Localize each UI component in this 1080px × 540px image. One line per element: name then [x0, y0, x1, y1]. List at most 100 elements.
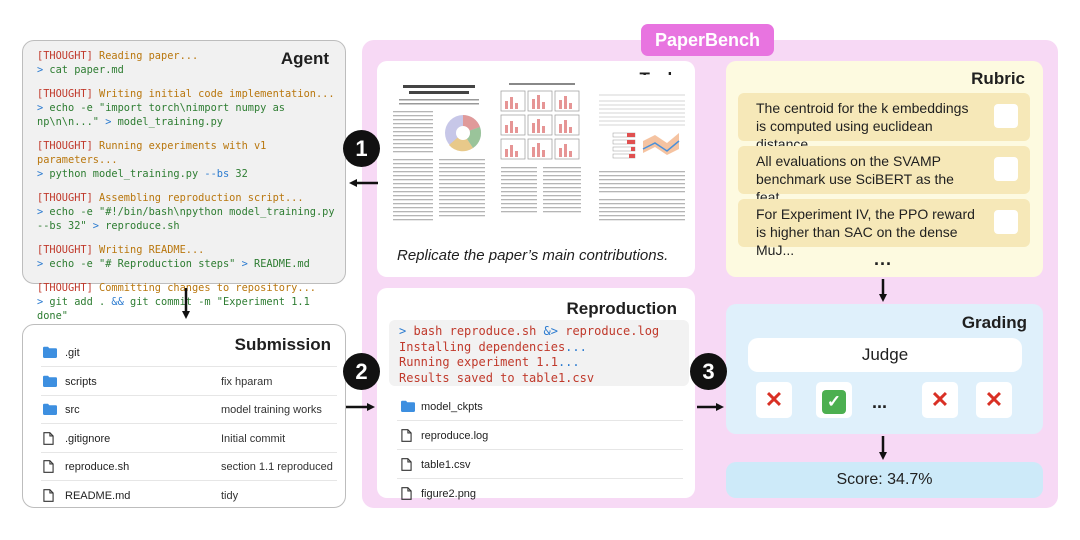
judge-box: Judge: [748, 338, 1022, 372]
file-row[interactable]: reproduce.sh section 1.1 reproduced: [41, 453, 337, 481]
thought-line: [THOUGHT] Running experiments with v1 pa…: [37, 139, 339, 167]
rubric-item: The centroid for the k embeddings is com…: [738, 93, 1030, 152]
thought-tag: [THOUGHT]: [37, 282, 93, 294]
command-line: > cat paper.md: [37, 63, 339, 77]
command-segment: --bs: [204, 168, 230, 180]
agent-log-entry: [THOUGHT] Running experiments with v1 pa…: [37, 139, 339, 181]
terminal-command-line: > bash reproduce.sh &> reproduce.log: [399, 324, 679, 340]
reproduction-panel: Reproduction > bash reproduce.sh &> repr…: [377, 288, 695, 500]
commit-message: section 1.1 reproduced: [221, 461, 333, 473]
rubric-panel: Rubric The centroid for the k embeddings…: [726, 61, 1043, 277]
cross-icon: ✕: [976, 382, 1012, 418]
task-panel: Task: [377, 61, 695, 277]
thought-text: Reading paper...: [92, 50, 199, 62]
thought-text: Committing changes to repository...: [92, 282, 316, 294]
terminal-output-dots: ...: [565, 339, 587, 354]
output-file-row[interactable]: table1.csv: [397, 450, 683, 479]
rubric-checkbox[interactable]: [994, 210, 1018, 234]
output-file-name: table1.csv: [421, 459, 471, 471]
rubric-checkbox[interactable]: [994, 157, 1018, 181]
grading-panel: Grading Judge ✕✓✕✕ ...: [726, 304, 1043, 434]
folder-icon: [43, 403, 57, 416]
terminal-output-text: Results saved to table1.csv: [399, 370, 595, 385]
file-icon: [401, 458, 414, 471]
file-icon: [401, 429, 414, 442]
command-segment: 32: [229, 168, 248, 180]
file-name: scripts: [65, 375, 97, 388]
thought-text: Writing README...: [92, 244, 205, 256]
thought-line: [THOUGHT] Reading paper...: [37, 49, 339, 63]
terminal-output-text: Running experiment 1.1: [399, 355, 558, 369]
agent-log-entry: [THOUGHT] Committing changes to reposito…: [37, 281, 339, 323]
rubric-more: ...: [874, 249, 893, 269]
command-segment: echo -e "# Reproduction steps": [49, 258, 242, 270]
command-segment: >: [241, 258, 248, 270]
step-1-badge: 1: [343, 130, 380, 167]
command-prompt: >: [37, 296, 44, 308]
thought-tag: [THOUGHT]: [37, 192, 93, 204]
terminal-redirect-target: reproduce.log: [565, 324, 660, 338]
terminal-output-text: Installing dependencies: [399, 339, 566, 354]
folder-icon: [43, 375, 57, 388]
thought-text: Running experiments with v1 parameters..…: [37, 140, 267, 166]
paper-page-2: [495, 75, 589, 241]
terminal-prompt: >: [399, 324, 407, 338]
terminal-output: Installing dependencies...Running experi…: [399, 340, 679, 387]
commit-message: Initial commit: [221, 432, 286, 445]
file-row[interactable]: .git: [41, 339, 337, 367]
thought-line: [THOUGHT] Assembling reproduction script…: [37, 191, 339, 205]
command-prompt: >: [37, 206, 44, 218]
thought-tag: [THOUGHT]: [37, 140, 93, 152]
cross-icon: ✕: [756, 382, 792, 418]
output-file-name: reproduce.log: [421, 430, 489, 442]
thought-line: [THOUGHT] Committing changes to reposito…: [37, 281, 339, 295]
command-segment: python model_training.py: [49, 168, 205, 180]
command-line: > echo -e "#!/bin/bash\npython model_tra…: [37, 205, 339, 233]
paper-page-3: [593, 75, 693, 241]
commit-message: model training works: [221, 404, 322, 416]
command-prompt: >: [37, 102, 44, 114]
output-file-row[interactable]: model_ckpts: [397, 392, 683, 421]
output-file-name: model_ckpts: [421, 401, 483, 413]
reproduction-terminal: > bash reproduce.sh &> reproduce.log Ins…: [389, 320, 689, 386]
thought-tag: [THOUGHT]: [37, 88, 93, 100]
terminal-output-line: Running experiment 1.1...: [399, 355, 679, 371]
paperbench-title: PaperBench: [641, 24, 774, 56]
reproduction-title: Reproduction: [566, 299, 678, 318]
terminal-output-line: Results saved to table1.csv: [399, 371, 679, 387]
file-name: reproduce.sh: [65, 461, 130, 473]
file-icon: [401, 487, 414, 500]
command-segment: README.md: [247, 258, 310, 270]
rubric-title: Rubric: [971, 69, 1025, 88]
folder-icon: [401, 400, 415, 413]
agent-log-entry: [THOUGHT] Writing README...> echo -e "# …: [37, 243, 339, 271]
grading-title: Grading: [961, 313, 1027, 332]
output-file-row[interactable]: figure2.png: [397, 479, 683, 508]
agent-log: [THOUGHT] Reading paper...> cat paper.md…: [37, 49, 339, 333]
thought-line: [THOUGHT] Writing README...: [37, 243, 339, 257]
step-2-badge: 2: [343, 353, 380, 390]
paper-page-1: [387, 75, 491, 241]
command-prompt: >: [37, 168, 44, 180]
terminal-command: bash reproduce.sh: [413, 324, 537, 338]
rubric-item: All evaluations on the SVAMP benchmark u…: [738, 146, 1030, 205]
output-file-row[interactable]: reproduce.log: [397, 421, 683, 450]
rubric-checkbox[interactable]: [994, 104, 1018, 128]
command-segment: &&: [111, 296, 124, 308]
cross-icon: ✕: [922, 382, 958, 418]
folder-icon: [43, 346, 57, 359]
task-caption: Replicate the paper’s main contributions…: [397, 247, 669, 264]
command-segment: model_training.py: [111, 116, 223, 128]
agent-log-entry: [THOUGHT] Assembling reproduction script…: [37, 191, 339, 233]
grading-ellipsis: ...: [872, 392, 888, 412]
score-box: Score: 34.7%: [726, 462, 1043, 498]
agent-title: Agent: [280, 49, 329, 68]
file-name: .git: [65, 347, 80, 359]
thought-text: Writing initial code implementation...: [92, 88, 335, 100]
